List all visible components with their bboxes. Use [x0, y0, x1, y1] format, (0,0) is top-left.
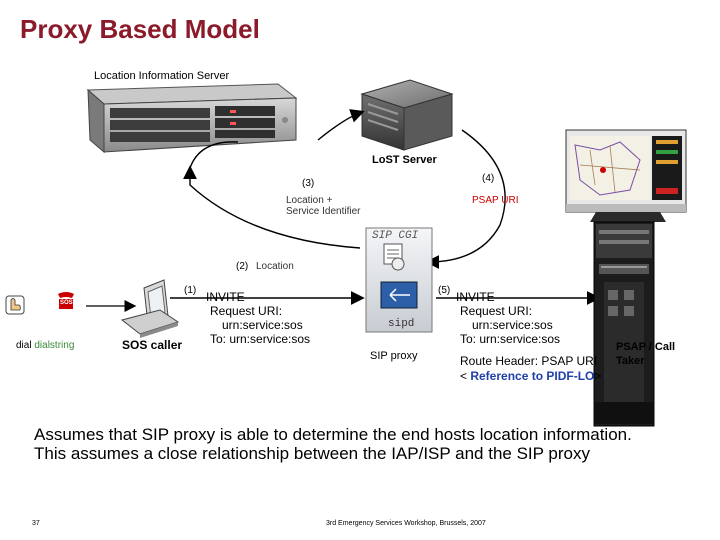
step-5-label: (5) [438, 285, 451, 296]
location-label: Location [256, 261, 294, 272]
step-2-label: (2) [236, 261, 249, 272]
invite-right-line: To: urn:service:sos [460, 332, 561, 346]
service-id-label: Service Identifier [286, 206, 361, 217]
phone-badge: SOS [60, 300, 73, 306]
body-text: Assumes that SIP proxy is able to determ… [34, 426, 684, 462]
invite-left-line: To: urn:service:sos [210, 332, 311, 346]
invite-right-line: Request URI: [460, 304, 533, 318]
invite-left: INVITE Request URI: urn:service:sos To: … [206, 290, 326, 346]
invite-right: INVITE Request URI: urn:service:sos To: … [456, 290, 606, 346]
arc-proxy-to-lost [183, 165, 361, 249]
sip-proxy-box [365, 227, 433, 333]
route-header: Route Header: PSAP URI [460, 354, 598, 368]
lis-label: Location Information Server [94, 70, 230, 82]
psap-label: PSAP / Call Taker [616, 341, 676, 367]
phone-icon [58, 292, 74, 309]
lost-label: LoST Server [372, 154, 437, 166]
invite-left-line: Request URI: [210, 304, 283, 318]
arc-lis-to-lost [317, 109, 365, 141]
invite-left-line: urn:service:sos [222, 318, 303, 332]
pidf-reference: < Reference to PIDF-LO> [460, 369, 602, 383]
invite-right-line: urn:service:sos [472, 318, 553, 332]
psap-workstation-icon [565, 129, 687, 427]
location-id-label: Location + [286, 195, 333, 206]
step-3-label: (3) [302, 178, 315, 189]
psap-uri-label: PSAP URI [472, 195, 519, 206]
body-text-line: This assumes a close relationship betwee… [34, 444, 590, 463]
sipd-label: sipd [388, 318, 415, 330]
lis-server-icon [86, 83, 298, 154]
lost-server-icon [360, 79, 454, 151]
page-title: Proxy Based Model [20, 14, 260, 44]
sip-cgi-label: SIP CGI [372, 230, 419, 242]
invite-right-line: INVITE [456, 290, 495, 304]
arc-location-request [189, 141, 239, 169]
footer-event: 3rd Emergency Services Workshop, Brussel… [326, 520, 486, 527]
dial-label: dial dialstring [16, 340, 75, 351]
body-text-line: Assumes that SIP proxy is able to determ… [34, 425, 632, 444]
sos-caller-label: SOS caller [122, 338, 183, 352]
pidf-link[interactable]: Reference to PIDF-LO [470, 369, 595, 383]
page-number: 37 [32, 520, 40, 527]
sip-proxy-label: SIP proxy [370, 350, 418, 362]
arc-lost-to-proxy [425, 129, 506, 269]
step-1-label: (1) [184, 285, 197, 296]
invite-left-line: INVITE [206, 290, 245, 304]
step-4-label: (4) [482, 173, 495, 184]
caller-pc-icon [120, 279, 180, 338]
dialstring-value: dialstring [34, 340, 75, 351]
hand-pointer-icon [5, 295, 25, 315]
